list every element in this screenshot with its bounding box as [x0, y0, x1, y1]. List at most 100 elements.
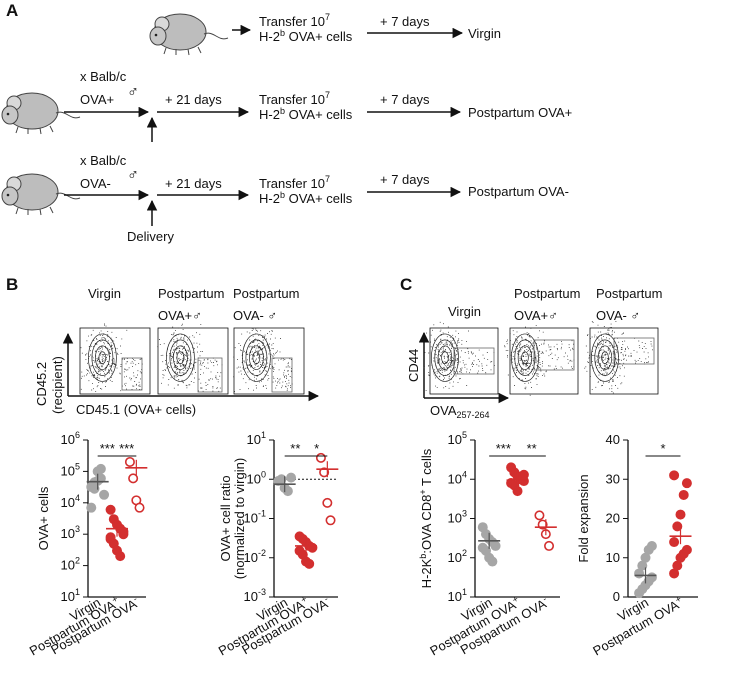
- tick-base: 10: [61, 558, 75, 573]
- facs-contour: [521, 351, 529, 364]
- y-axis-label-2: (normalized to virgin): [232, 458, 247, 579]
- facs-contour: [511, 333, 539, 382]
- y-tick-label: 10: [606, 550, 620, 565]
- facs-dots: [80, 323, 143, 392]
- facs-contour: [95, 345, 110, 370]
- y-tick-label: 102: [61, 556, 80, 573]
- y-tick-label: 10-3: [244, 587, 266, 604]
- wait-label: + 7 days: [380, 92, 430, 107]
- tick-exponent: -2: [258, 548, 266, 558]
- outcome-ova-neg: Postpartum OVA-: [468, 184, 569, 199]
- y-axis-label: OVA+ cells: [36, 486, 51, 550]
- facs-gate: [453, 347, 495, 375]
- tick-base: 10: [244, 550, 258, 565]
- y-axis-label: OVA+ cell ratio: [218, 475, 233, 561]
- category-superscript: +: [673, 594, 683, 605]
- tick-exponent: -3: [258, 587, 266, 597]
- facs-contour: [173, 345, 188, 370]
- y-tick-label: 100: [247, 469, 266, 486]
- tick-base: 10: [448, 432, 462, 447]
- data-point: [128, 473, 139, 484]
- y-tick-label: 103: [448, 509, 467, 526]
- facs-contour: [431, 333, 459, 382]
- tick-base: 10: [61, 589, 75, 604]
- data-point: [105, 504, 116, 515]
- facs-title-virgin: Virgin: [448, 304, 481, 319]
- tick-exponent: 2: [462, 548, 467, 558]
- y-label-part: +: [418, 489, 428, 494]
- data-point: [105, 532, 116, 543]
- outcome-virgin: Virgin: [468, 26, 501, 41]
- facs-contour: [434, 339, 456, 376]
- tick-exponent: 5: [462, 430, 467, 440]
- facs-plot-frame: [429, 327, 499, 395]
- y-tick-label: 104: [448, 469, 467, 486]
- data-point: [518, 469, 529, 480]
- data-point: [681, 544, 692, 555]
- mating-label: x Balb/c: [80, 69, 127, 84]
- facs-contour: [242, 333, 271, 382]
- tick-base: 10: [448, 511, 462, 526]
- outcome-ova-pos: Postpartum OVA+: [468, 105, 572, 120]
- tick-base: 10: [61, 526, 75, 541]
- tick-exponent: -1: [258, 509, 266, 519]
- data-point: [487, 556, 498, 567]
- tick-exponent: 5: [75, 461, 80, 471]
- panel-label-c: C: [400, 275, 412, 294]
- tick-exponent: 3: [75, 524, 80, 534]
- tick-exponent: 4: [75, 493, 80, 503]
- y-label-part: :OVA CD8: [419, 495, 434, 554]
- y-tick-label: 105: [61, 461, 80, 478]
- facs-title-ova-pos: Postpartum: [158, 286, 224, 301]
- facs-y-label: CD44: [406, 349, 421, 382]
- data-point: [319, 467, 330, 478]
- facs-gate: [121, 357, 143, 391]
- facs-title-ova-pos-2: OVA+♂: [158, 308, 202, 323]
- significance-label: ***: [496, 441, 511, 456]
- wait-label: + 21 days: [165, 92, 222, 107]
- facs-title-ova-neg: Postpartum: [596, 286, 662, 301]
- y-label-part: b: [418, 554, 428, 559]
- tick-base: 10: [247, 432, 261, 447]
- facs-dots: [157, 323, 223, 392]
- data-point: [124, 456, 135, 467]
- panel-label-a: A: [6, 1, 18, 20]
- data-point: [534, 510, 545, 521]
- data-point: [322, 497, 333, 508]
- facs-plot-frame: [509, 327, 579, 395]
- y-axis-label: Fold expansion: [576, 474, 591, 562]
- tick-base: 10: [244, 589, 258, 604]
- tick-base: 10: [448, 550, 462, 565]
- facs-contour: [594, 339, 616, 376]
- facs-gate: [533, 339, 575, 371]
- data-point: [118, 526, 129, 537]
- tick-base: 10: [247, 471, 261, 486]
- y-axis-label: H-2Kb:OVA CD8+ T cells: [418, 448, 434, 588]
- significance-label: **: [290, 441, 300, 456]
- tick-exponent: 2: [75, 556, 80, 566]
- data-point: [286, 472, 297, 483]
- y-tick-label: 101: [61, 587, 80, 604]
- facs-plot-frame: [589, 327, 659, 395]
- data-point: [95, 463, 106, 474]
- facs-contour: [88, 333, 117, 382]
- facs-contour: [166, 333, 195, 382]
- y-tick-label: 10-1: [244, 509, 266, 526]
- category-superscript: +: [299, 594, 309, 605]
- facs-contour: [514, 339, 536, 376]
- facs-contour: [98, 351, 107, 364]
- tick-base: 10: [61, 495, 75, 510]
- y-tick-label: 20: [606, 511, 620, 526]
- significance-label: **: [527, 441, 537, 456]
- facs-y-label: CD45.2: [34, 362, 49, 406]
- mouse-icon: [149, 13, 229, 56]
- category-superscript: -: [322, 594, 330, 604]
- male-symbol: ♂: [127, 167, 139, 184]
- data-point: [86, 502, 97, 513]
